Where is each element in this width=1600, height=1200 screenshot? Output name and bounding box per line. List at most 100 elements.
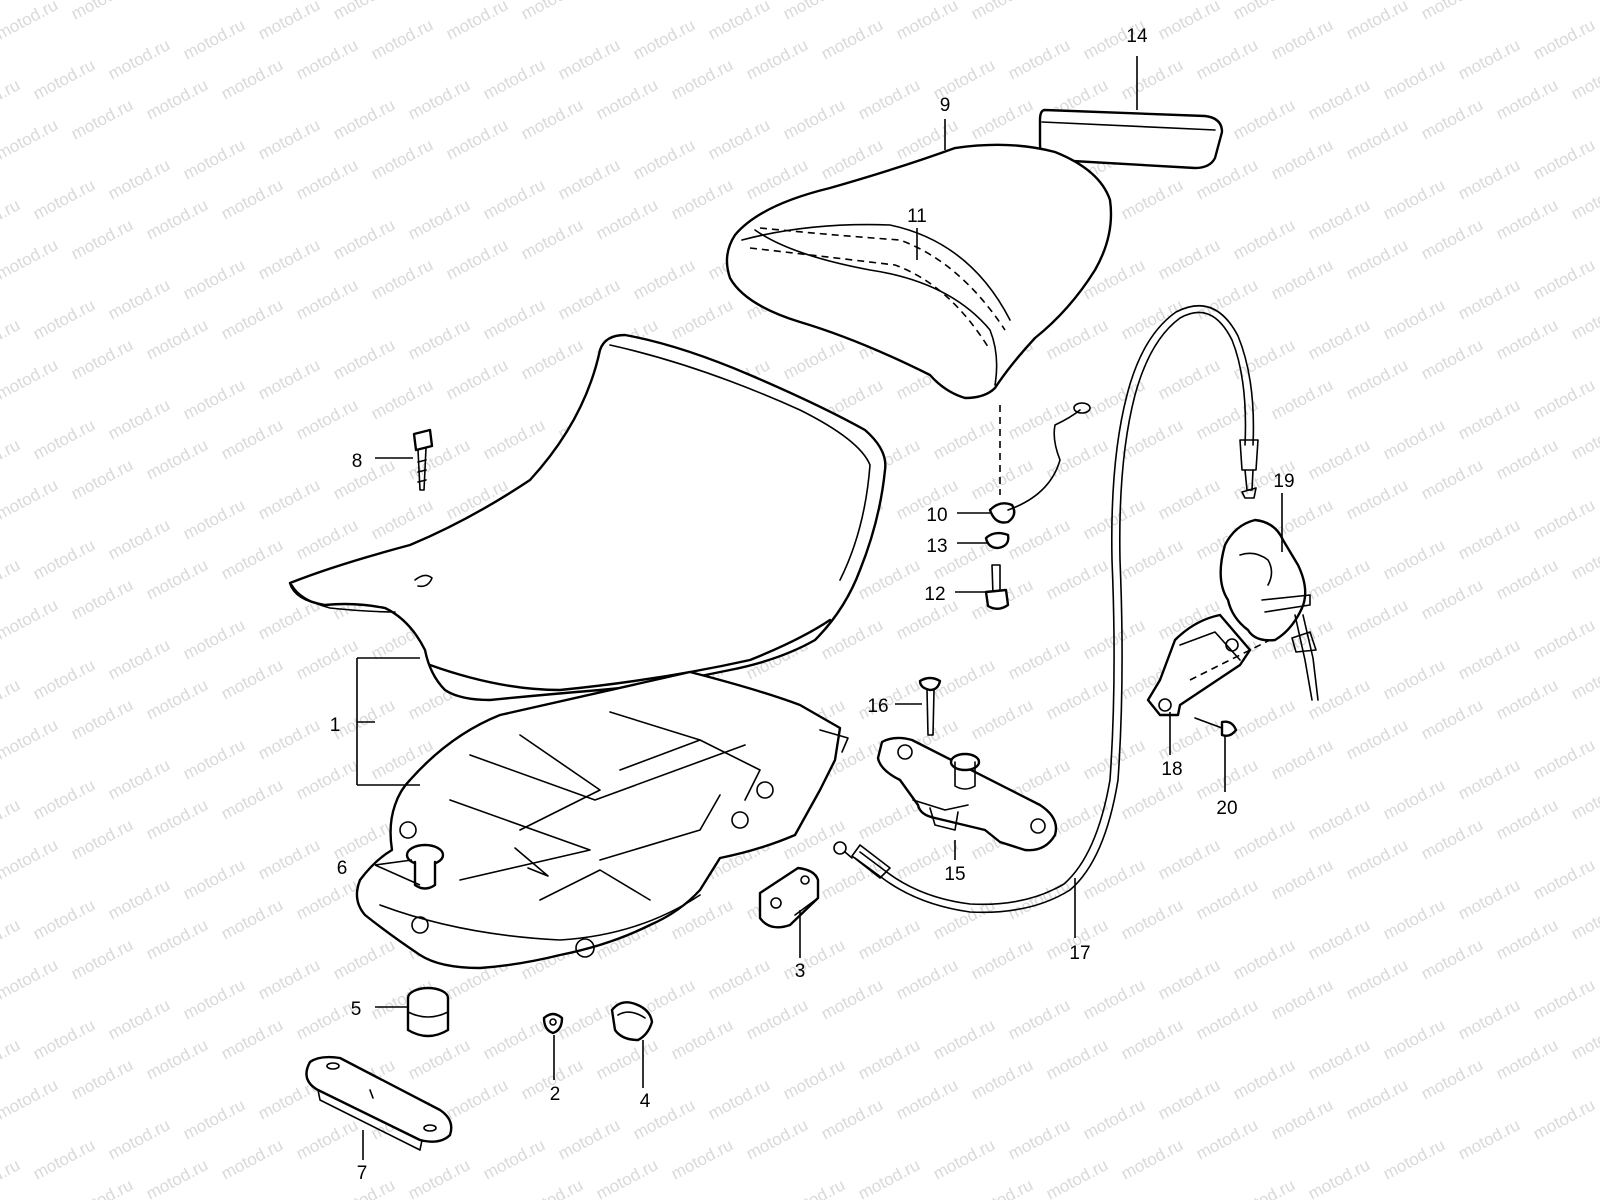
callout-19: 19 (1273, 471, 1294, 492)
watermark-text: motod.ru (1343, 0, 1411, 44)
watermark-text: motod.ru (855, 75, 923, 123)
part-17-cable (833, 304, 1259, 914)
callout-2: 2 (550, 1084, 561, 1105)
watermark-text: motod.ru (1380, 415, 1448, 463)
watermark-text: motod.ru (255, 115, 323, 163)
part-15-latch (876, 736, 1058, 852)
watermark-text: motod.ru (105, 35, 173, 83)
watermark-text: motod.ru (368, 375, 436, 423)
watermark-text: motod.ru (330, 335, 398, 383)
watermark-text: motod.ru (1268, 975, 1336, 1023)
watermark-text: motod.ru (443, 1195, 511, 1200)
watermark-text: motod.ru (518, 335, 586, 383)
watermark-text: motod.ru (818, 855, 886, 903)
watermark-text: motod.ru (1493, 1035, 1561, 1083)
watermark-text: motod.ru (1005, 995, 1073, 1043)
part-6-grommet (405, 843, 445, 890)
callout-18: 18 (1161, 759, 1182, 780)
watermark-text: motod.ru (1380, 775, 1448, 823)
watermark-text: motod.ru (218, 775, 286, 823)
watermark-text: motod.ru (780, 335, 848, 383)
watermark-text: motod.ru (0, 795, 23, 843)
watermark-text: motod.ru (1005, 875, 1073, 923)
watermark-text: motod.ru (180, 375, 248, 423)
watermark-text: motod.ru (1193, 275, 1261, 323)
watermark-text: motod.ru (1305, 915, 1373, 963)
watermark-text: motod.ru (180, 975, 248, 1023)
watermark-text: motod.ru (180, 615, 248, 663)
watermark-text: motod.ru (293, 35, 361, 83)
part-18-bracket (1146, 613, 1271, 717)
watermark-text: motod.ru (1268, 855, 1336, 903)
watermark-text: motod.ru (1043, 1035, 1111, 1083)
watermark-text: motod.ru (105, 1115, 173, 1163)
watermark-text: motod.ru (1193, 875, 1261, 923)
watermark-text: motod.ru (1305, 555, 1373, 603)
watermark-text: motod.ru (368, 495, 436, 543)
watermark-text: motod.ru (593, 0, 661, 4)
watermark-text: motod.ru (330, 935, 398, 983)
watermark-text: motod.ru (780, 1175, 848, 1200)
watermark-text: motod.ru (1418, 575, 1486, 623)
watermark-text: motod.ru (480, 55, 548, 103)
watermark-text: motod.ru (1343, 955, 1411, 1003)
watermark-text: motod.ru (293, 875, 361, 923)
watermark-text: motod.ru (180, 735, 248, 783)
watermark-text: motod.ru (1530, 375, 1598, 423)
watermark-text: motod.ru (893, 1195, 961, 1200)
callout-5: 5 (351, 999, 362, 1020)
watermark-text: motod.ru (480, 415, 548, 463)
watermark-text: motod.ru (68, 455, 136, 503)
watermark-text: motod.ru (1530, 135, 1598, 183)
watermark-text: motod.ru (443, 1075, 511, 1123)
watermark-text: motod.ru (668, 295, 736, 343)
part-13-washer (984, 531, 1010, 550)
watermark-text: motod.ru (1080, 1095, 1148, 1143)
watermark-text: motod.ru (255, 1195, 323, 1200)
watermark-text: motod.ru (1155, 475, 1223, 523)
watermark-text: motod.ru (1530, 495, 1598, 543)
watermark-text: motod.ru (1568, 1015, 1600, 1063)
watermark-text: motod.ru (1530, 255, 1598, 303)
watermark-text: motod.ru (330, 0, 398, 24)
watermark-text: motod.ru (30, 295, 98, 343)
watermark-text: motod.ru (1193, 395, 1261, 443)
watermark-text: motod.ru (1193, 35, 1261, 83)
watermark-text: motod.ru (405, 1155, 473, 1200)
watermark-text: motod.ru (1155, 715, 1223, 763)
watermark-text: motod.ru (593, 75, 661, 123)
watermark-text: motod.ru (293, 155, 361, 203)
watermark-text: motod.ru (218, 175, 286, 223)
watermark-text: motod.ru (1343, 355, 1411, 403)
watermark-text: motod.ru (405, 315, 473, 363)
watermark-text: motod.ru (1080, 855, 1148, 903)
watermark-text: motod.ru (1118, 895, 1186, 943)
leader-lines (356, 56, 1283, 1160)
watermark-text: motod.ru (818, 1095, 886, 1143)
watermark-text: motod.ru (780, 935, 848, 983)
watermark-text: motod.ru (1530, 615, 1598, 663)
part-2-clip (542, 1012, 564, 1035)
watermark-text: motod.ru (1493, 0, 1561, 4)
watermark-text: motod.ru (1530, 15, 1598, 63)
watermark-text: motod.ru (1380, 895, 1448, 943)
watermark-text: motod.ru (743, 995, 811, 1043)
watermark-text: motod.ru (1230, 695, 1298, 743)
watermark-text: motod.ru (1418, 0, 1486, 24)
watermark-text: motod.ru (705, 1195, 773, 1200)
watermark-text: motod.ru (743, 35, 811, 83)
watermark-text: motod.ru (1080, 495, 1148, 543)
watermark-text: motod.ru (30, 535, 98, 583)
watermark-text: motod.ru (1118, 55, 1186, 103)
part-4-grommet (610, 1001, 654, 1042)
watermark-text: motod.ru (1530, 855, 1598, 903)
watermark-text: motod.ru (1568, 55, 1600, 103)
watermark-text: motod.ru (705, 0, 773, 44)
watermark-text: motod.ru (0, 675, 23, 723)
watermark-text: motod.ru (1455, 995, 1523, 1043)
watermark-text: motod.ru (0, 115, 61, 163)
watermark-text: motod.ru (1230, 215, 1298, 263)
watermark-text: motod.ru (1380, 175, 1448, 223)
watermark-text: motod.ru (30, 775, 98, 823)
watermark-text: motod.ru (143, 675, 211, 723)
